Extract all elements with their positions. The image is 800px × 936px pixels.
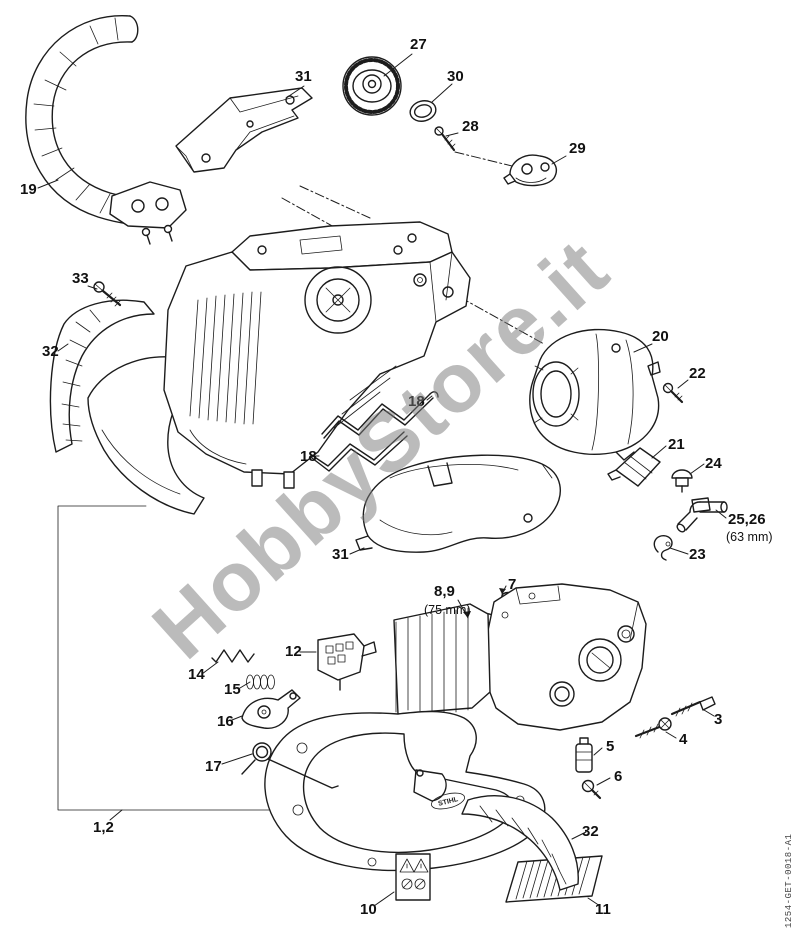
callout-24: 24 xyxy=(705,455,722,472)
part-screw-6 xyxy=(581,779,602,800)
part-molding-32-bottom xyxy=(461,794,579,891)
part-wire-clip-18-upper xyxy=(321,391,439,439)
brand-logo-text: STIHL xyxy=(438,796,460,808)
part-lever-29 xyxy=(503,154,558,187)
callout-18-upper: 18 xyxy=(408,393,425,410)
callout-16: 16 xyxy=(217,713,234,730)
callout-20: 20 xyxy=(652,328,669,345)
callout-25-26: 25,26 xyxy=(728,511,766,528)
part-screw-33 xyxy=(93,281,122,307)
callout-23: 23 xyxy=(689,546,706,563)
callout-14: 14 xyxy=(188,666,205,683)
part-spring-14 xyxy=(211,649,255,663)
callout-25-26-dim: (63 mm) xyxy=(726,530,773,544)
callout-28: 28 xyxy=(462,118,479,135)
part-spring-15 xyxy=(246,674,275,690)
callout-5: 5 xyxy=(606,738,614,755)
part-carb-box xyxy=(393,603,491,715)
part-screw-4 xyxy=(634,717,672,739)
part-rear-handle: STIHL xyxy=(264,710,546,872)
part-switch-12 xyxy=(317,633,377,691)
callout-3: 3 xyxy=(714,711,722,728)
callout-leader-lines xyxy=(37,53,727,907)
callout-29: 29 xyxy=(569,140,586,157)
part-screw-28 xyxy=(434,126,456,152)
part-screw-22 xyxy=(662,382,684,404)
part-cap-24 xyxy=(671,469,693,493)
part-plug-21 xyxy=(607,447,661,487)
part-engine-housing xyxy=(163,221,471,489)
part-housing-group-frame xyxy=(57,505,339,811)
part-cap-27 xyxy=(342,56,402,116)
part-clip-23 xyxy=(653,535,673,561)
callout-4: 4 xyxy=(679,731,688,748)
part-bracket-31 xyxy=(175,87,313,173)
callout-17: 17 xyxy=(205,758,222,775)
part-molding-32-left xyxy=(49,299,155,453)
callout-32-bottom: 32 xyxy=(582,823,599,840)
callout-6: 6 xyxy=(614,768,622,785)
callout-22: 22 xyxy=(689,365,706,382)
callout-27: 27 xyxy=(410,36,427,53)
part-ring-30 xyxy=(409,100,437,122)
part-elbow-connector-25-26 xyxy=(676,497,728,533)
callout-33: 33 xyxy=(72,270,89,287)
callout-31-top: 31 xyxy=(295,68,312,85)
part-shroud-31 xyxy=(355,454,561,553)
brand-logo-plate: STIHL xyxy=(431,792,465,810)
callout-15: 15 xyxy=(224,681,241,698)
callout-8-9: 8,9 xyxy=(434,583,455,600)
part-tank-housing xyxy=(485,583,647,731)
callout-11: 11 xyxy=(595,901,611,918)
drawing-code: 1254-GET-0018-A1 xyxy=(784,834,794,928)
callout-18-lower: 18 xyxy=(300,448,317,465)
callout-labels: 27 31 30 28 29 19 33 32 20 22 18 18 21 2… xyxy=(20,36,773,918)
part-filter-5 xyxy=(575,737,593,773)
callout-32-left: 32 xyxy=(42,343,59,360)
part-label-plate-10 xyxy=(395,853,431,901)
part-handlebar xyxy=(25,15,187,245)
callout-10: 10 xyxy=(360,901,377,918)
callout-7: 7 xyxy=(508,576,516,593)
part-screw-3 xyxy=(670,696,716,717)
callout-12: 12 xyxy=(285,643,302,660)
callout-19: 19 xyxy=(20,181,37,198)
callout-1-2: 1,2 xyxy=(93,819,114,836)
callout-8-9-dim: (75 mm) xyxy=(424,603,471,617)
part-lever-16 xyxy=(241,689,301,729)
part-spring-17 xyxy=(241,742,339,789)
callout-31-shroud: 31 xyxy=(332,546,349,563)
part-shroud-20 xyxy=(529,328,661,461)
part-wire-clip-18-lower xyxy=(309,431,408,472)
callout-21: 21 xyxy=(668,436,685,453)
callout-30: 30 xyxy=(447,68,464,85)
